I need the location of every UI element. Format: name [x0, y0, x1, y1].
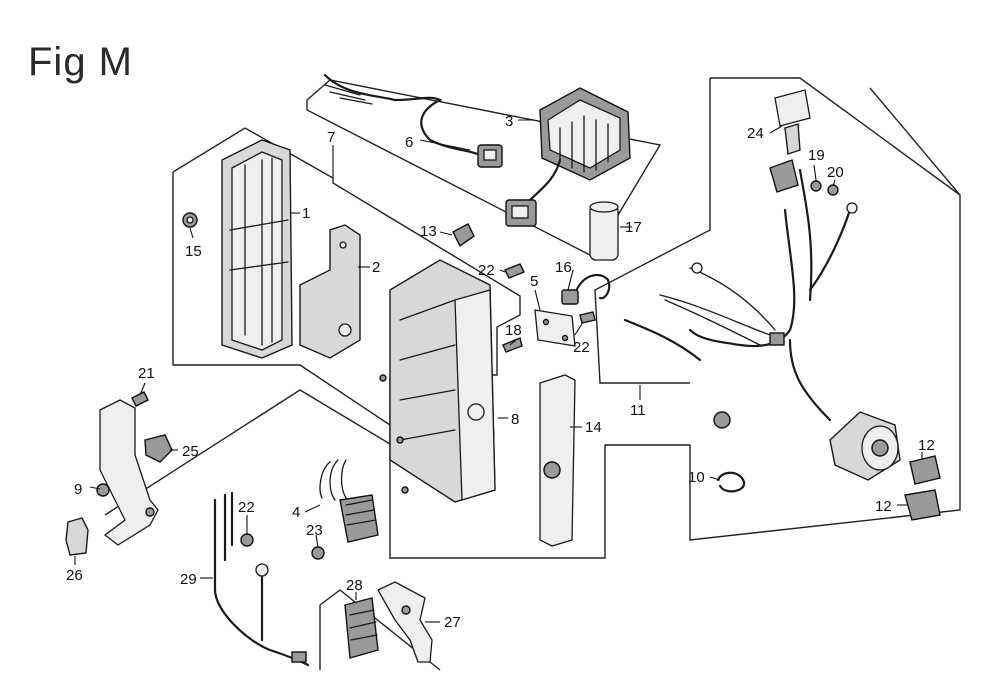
grommet[interactable]: [713, 411, 731, 429]
callout-18: 18: [505, 322, 522, 339]
callout-19: 19: [808, 147, 825, 164]
callout-27: 27: [444, 614, 461, 631]
callout-20: 20: [827, 164, 844, 181]
callout-9: 9: [74, 481, 82, 498]
callout-21: 21: [138, 365, 155, 382]
callout-29: 29: [180, 571, 197, 588]
callout-13: 13: [420, 223, 437, 240]
figure-title: Fig M: [28, 40, 133, 84]
callout-28: 28: [346, 577, 363, 594]
callout-labels: 1 2 3 4 5 6 7 8 9 10 11 12 12 13 14 15 1…: [66, 113, 935, 631]
screw-22-lower[interactable]: [240, 533, 254, 547]
assembly-frame-harness: [594, 77, 961, 384]
callout-7: 7: [327, 129, 335, 146]
bracket-9[interactable]: [96, 399, 159, 546]
wire-16[interactable]: [561, 273, 611, 305]
key-12-lower[interactable]: [904, 489, 941, 521]
clamp-10[interactable]: [716, 471, 746, 493]
ignition-switch[interactable]: [829, 411, 901, 481]
callout-25: 25: [182, 443, 199, 460]
callout-17: 17: [625, 219, 642, 236]
clip-26[interactable]: [65, 517, 89, 556]
callout-8: 8: [511, 411, 519, 428]
bolt-15[interactable]: [182, 212, 198, 228]
bracket-27[interactable]: [377, 581, 433, 663]
clip-13[interactable]: [452, 223, 475, 248]
wire-harness-6[interactable]: [323, 73, 503, 168]
callout-3: 3: [505, 113, 513, 130]
callout-22-upper: 22: [478, 262, 495, 279]
screw-23[interactable]: [311, 546, 325, 560]
callout-5: 5: [530, 273, 538, 290]
callout-22-lower: 22: [238, 499, 255, 516]
callout-11: 11: [630, 402, 646, 419]
fuse-holder-24[interactable]: [774, 89, 811, 155]
callout-22-right: 22: [573, 339, 590, 356]
plate-14[interactable]: [539, 374, 576, 547]
leader-lines: [74, 119, 923, 623]
rectifier-4[interactable]: [319, 459, 379, 543]
control-box-cover[interactable]: [221, 139, 293, 359]
callout-2: 2: [372, 259, 380, 276]
callout-12-upper: 12: [918, 437, 935, 454]
key-12-upper[interactable]: [909, 455, 941, 485]
callout-24: 24: [747, 125, 764, 142]
screw-18[interactable]: [502, 337, 523, 353]
callout-26: 26: [66, 567, 83, 584]
screw-22-right[interactable]: [579, 311, 596, 324]
callout-23: 23: [306, 522, 323, 539]
mounting-bracket-2[interactable]: [299, 224, 361, 359]
wire-lead-29[interactable]: [213, 491, 310, 667]
assembly-frame-bottom: [319, 589, 441, 671]
control-box-8[interactable]: [379, 259, 496, 503]
grommet-25[interactable]: [144, 434, 173, 463]
callout-6: 6: [405, 134, 413, 151]
fuse-19[interactable]: [810, 180, 822, 192]
callout-14: 14: [585, 419, 602, 436]
callout-1: 1: [302, 205, 310, 222]
callout-10: 10: [688, 469, 705, 486]
callout-4: 4: [292, 504, 300, 521]
capacitor-17[interactable]: [589, 201, 619, 261]
plate-5[interactable]: [534, 309, 576, 347]
screw-22-upper[interactable]: [504, 263, 525, 279]
assembly-frame-upper: [306, 79, 662, 256]
nut-20[interactable]: [827, 184, 839, 196]
rectifier-28[interactable]: [344, 597, 379, 659]
callout-15: 15: [185, 243, 202, 260]
callout-12-lower: 12: [875, 498, 892, 515]
voltage-regulator-3[interactable]: [505, 87, 631, 227]
main-wire-harness-11[interactable]: [623, 159, 858, 422]
callout-16: 16: [555, 259, 572, 276]
